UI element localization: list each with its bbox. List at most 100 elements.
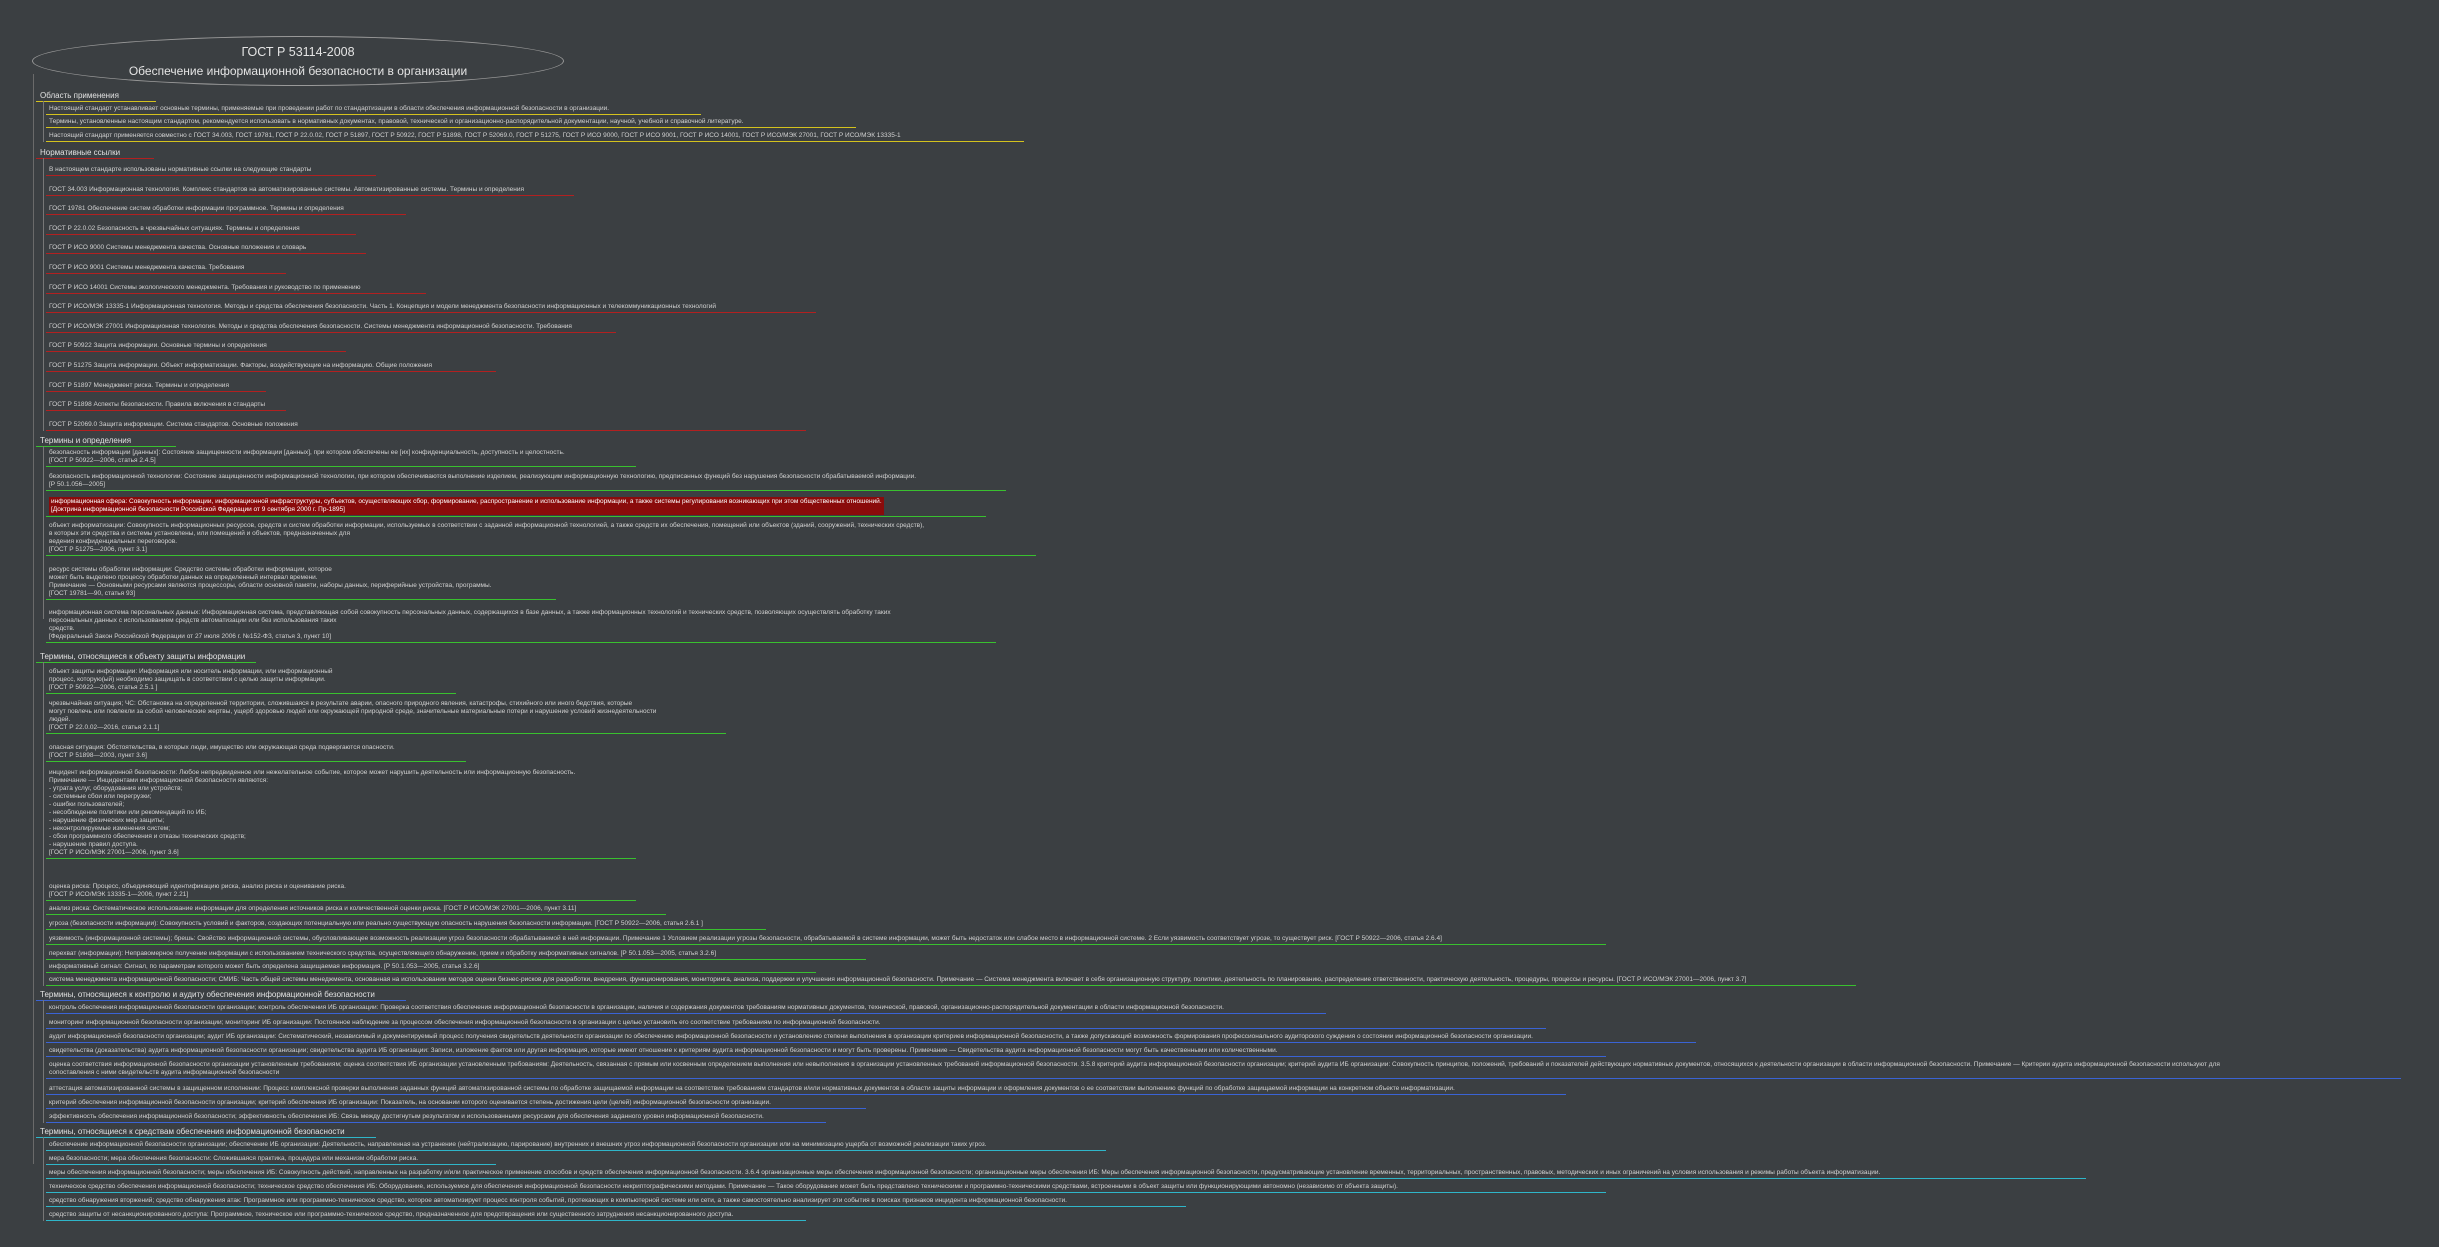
subtopic-node[interactable]: чрезвычайная ситуация; ЧС: Обстановка на… <box>49 700 657 731</box>
subtopic-node[interactable]: техническое средство обеспечения информа… <box>49 1183 1398 1190</box>
branch-label[interactable]: Термины, относящиеся к средствам обеспеч… <box>40 1127 345 1136</box>
subtopic-node[interactable]: опасная ситуация: Обстоятельства, в кото… <box>49 744 395 759</box>
subtopic-underline <box>46 293 426 294</box>
subtopic-node[interactable]: информационная система персональных данн… <box>49 609 891 640</box>
subtopic-underline <box>46 1122 826 1123</box>
subtopic-node[interactable]: объект защиты информации: Информация или… <box>49 668 333 691</box>
subtopic-underline <box>46 195 574 196</box>
branch-label[interactable]: Термины, относящиеся к объекту защиты ин… <box>40 652 246 661</box>
subtopic-underline <box>46 127 856 128</box>
subtopic-node[interactable]: ГОСТ 19781 Обеспечение систем обработки … <box>49 205 344 212</box>
subtopic-node[interactable]: Термины, установленные настоящим стандар… <box>49 118 744 125</box>
subtopic-connector <box>43 158 44 431</box>
subtopic-underline <box>46 516 986 517</box>
subtopic-node[interactable]: ресурс системы обработки информации: Сре… <box>49 566 492 597</box>
subtopic-node[interactable]: средство защиты от несанкционированного … <box>49 1211 734 1218</box>
subtopic-node[interactable]: ГОСТ Р ИСО 9001 Системы менеджмента каче… <box>49 264 245 271</box>
subtopic-node[interactable]: ГОСТ Р ИСО 9000 Системы менеджмента каче… <box>49 244 307 251</box>
subtopic-node[interactable]: мера безопасности; мера обеспечения безо… <box>49 1155 419 1162</box>
subtopic-underline <box>46 1056 1606 1057</box>
subtopic-node[interactable]: информационная сфера: Совокупность инфор… <box>49 497 884 515</box>
subtopic-node[interactable]: безопасность информационной технологии: … <box>49 473 917 488</box>
subtopic-node[interactable]: ГОСТ Р 51898 Аспекты безопасности. Прави… <box>49 401 266 408</box>
subtopic-connector <box>43 101 44 142</box>
subtopic-node[interactable]: угроза (безопасности информации): Совоку… <box>49 920 703 927</box>
subtopic-underline <box>46 430 806 431</box>
branch-connector <box>36 101 156 102</box>
subtopic-node[interactable]: ГОСТ Р ИСО/МЭК 27001 Информационная техн… <box>49 323 572 330</box>
subtopic-underline <box>46 332 616 333</box>
branch-connector <box>36 158 154 159</box>
subtopic-node[interactable]: ГОСТ 34.003 Информационная технология. К… <box>49 186 524 193</box>
subtopic-underline <box>46 1164 496 1165</box>
subtopic-node[interactable]: уязвимость (информационной системы); бре… <box>49 935 1442 942</box>
subtopic-node[interactable]: мониторинг информационной безопасности о… <box>49 1019 881 1026</box>
subtopic-underline <box>46 693 456 694</box>
subtopic-underline <box>46 599 556 600</box>
subtopic-underline <box>46 959 866 960</box>
root-node[interactable] <box>32 36 564 86</box>
subtopic-underline <box>46 1028 1546 1029</box>
subtopic-underline <box>46 234 356 235</box>
subtopic-underline <box>46 1042 1696 1043</box>
subtopic-node[interactable]: Настоящий стандарт применяется совместно… <box>49 132 901 139</box>
subtopic-underline <box>46 371 496 372</box>
subtopic-node[interactable]: ГОСТ Р 50922 Защита информации. Основные… <box>49 342 267 349</box>
subtopic-node[interactable]: свидетельства (доказательства) аудита ин… <box>49 1047 1278 1054</box>
subtopic-node[interactable]: оценка риска: Процесс, объединяющий иден… <box>49 883 346 898</box>
root-title: ГОСТ Р 53114-2008 <box>241 45 355 59</box>
subtopic-node[interactable]: оценка соответствия информационной безоп… <box>49 1061 2220 1076</box>
branch-label[interactable]: Нормативные ссылки <box>40 148 121 157</box>
main-connector <box>33 74 34 1164</box>
subtopic-node[interactable]: Настоящий стандарт устанавливает основны… <box>49 105 610 112</box>
subtopic-underline <box>46 410 286 411</box>
subtopic-underline <box>46 1013 1326 1014</box>
subtopic-node[interactable]: эффективность обеспечения информационной… <box>49 1113 764 1120</box>
subtopic-node[interactable]: ГОСТ Р 51897 Менеджмент риска. Термины и… <box>49 382 229 389</box>
root-subtitle: Обеспечение информационной безопасности … <box>128 64 468 78</box>
branch-label[interactable]: Термины и определения <box>40 436 132 445</box>
subtopic-node[interactable]: аудит информационной безопасности органи… <box>49 1033 1533 1040</box>
subtopic-underline <box>46 985 1856 986</box>
branch-connector <box>36 1137 376 1138</box>
subtopic-node[interactable]: ГОСТ Р 52069.0 Защита информации. Систем… <box>49 421 298 428</box>
subtopic-node[interactable]: информативный сигнал: Сигнал, по парамет… <box>49 963 480 970</box>
subtopic-underline <box>46 1108 866 1109</box>
subtopic-underline <box>46 642 996 643</box>
subtopic-underline <box>46 555 1036 556</box>
subtopic-underline <box>46 1192 1606 1193</box>
branch-connector <box>36 446 176 447</box>
subtopic-underline <box>46 1206 1186 1207</box>
subtopic-underline <box>46 1178 2086 1179</box>
subtopic-node[interactable]: безопасность информации [данных]: Состоя… <box>49 449 565 464</box>
subtopic-node[interactable]: контроль обеспечения информационной безо… <box>49 1004 1224 1011</box>
subtopic-underline <box>46 466 636 467</box>
subtopic-node[interactable]: В настоящем стандарте использованы норма… <box>49 166 312 173</box>
subtopic-node[interactable]: инцидент информационной безопасности: Лю… <box>49 769 576 856</box>
subtopic-underline <box>46 733 726 734</box>
subtopic-node[interactable]: критерий обеспечения информационной безо… <box>49 1099 771 1106</box>
branch-label[interactable]: Область применения <box>40 91 119 100</box>
subtopic-connector <box>43 446 44 619</box>
subtopic-underline <box>46 273 286 274</box>
subtopic-underline <box>46 1220 806 1221</box>
branch-label[interactable]: Термины, относящиеся к контролю и аудиту… <box>40 990 375 999</box>
subtopic-node[interactable]: аттестация автоматизированной системы в … <box>49 1085 1455 1092</box>
subtopic-underline <box>46 900 636 901</box>
subtopic-node[interactable]: объект информатизации: Совокупность инфо… <box>49 522 925 553</box>
subtopic-node[interactable]: ГОСТ Р 22.0.02 Безопасность в чрезвычайн… <box>49 225 300 232</box>
subtopic-underline <box>46 944 1606 945</box>
subtopic-underline <box>46 391 266 392</box>
subtopic-underline <box>46 972 816 973</box>
subtopic-node[interactable]: средство обнаружения вторжений; средство… <box>49 1197 1067 1204</box>
subtopic-node[interactable]: ГОСТ Р ИСО/МЭК 13335-1 Информационная те… <box>49 303 716 310</box>
subtopic-node[interactable]: обеспечение информационной безопасности … <box>49 1141 987 1148</box>
subtopic-node[interactable]: ГОСТ Р 51275 Защита информации. Объект и… <box>49 362 433 369</box>
subtopic-node[interactable]: перехват (информации): Неправомерное пол… <box>49 950 717 957</box>
subtopic-node[interactable]: ГОСТ Р ИСО 14001 Системы экологического … <box>49 284 361 291</box>
subtopic-node[interactable]: анализ риска: Систематическое использова… <box>49 905 577 912</box>
subtopic-underline <box>46 214 406 215</box>
subtopic-connector <box>43 1000 44 1123</box>
subtopic-node[interactable]: система менеджмента информационной безоп… <box>49 976 1747 983</box>
subtopic-node[interactable]: меры обеспечения информационной безопасн… <box>49 1169 1881 1176</box>
